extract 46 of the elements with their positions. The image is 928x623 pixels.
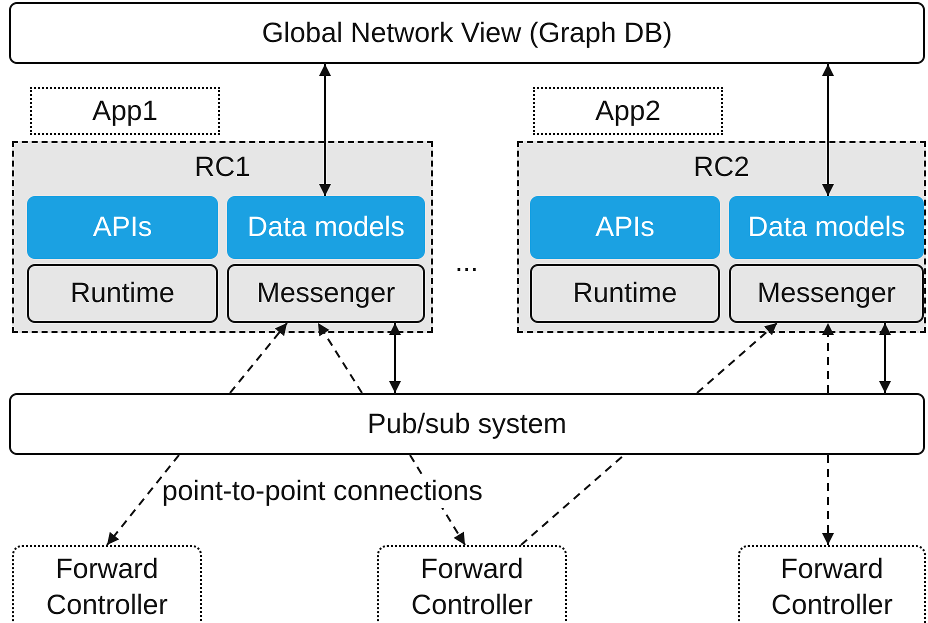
node-label: Data models <box>247 210 405 244</box>
node-label: Global Network View (Graph DB) <box>262 16 672 50</box>
system-box <box>9 2 925 64</box>
component-box <box>27 196 218 259</box>
controller-box <box>377 545 567 623</box>
arrow <box>822 455 834 545</box>
node-label: Messenger <box>256 276 396 310</box>
component-box <box>227 196 425 259</box>
arrow <box>229 322 288 394</box>
node-label: Data models <box>748 210 906 244</box>
system-box <box>9 393 925 455</box>
component-box <box>530 196 720 259</box>
arrow <box>317 322 363 394</box>
controller-group <box>12 141 433 333</box>
component-box <box>729 264 924 323</box>
node-label: Forward Controller <box>770 552 894 622</box>
node-label: App2 <box>595 94 661 128</box>
component-box <box>729 196 924 259</box>
arrow <box>696 322 778 394</box>
controller-group <box>517 141 926 333</box>
node-label: App1 <box>92 94 158 128</box>
node-label: APIs <box>595 210 655 244</box>
controller-box <box>738 545 926 623</box>
node-label: Forward Controller <box>45 552 169 622</box>
component-box <box>27 264 218 323</box>
component-box <box>530 264 720 323</box>
node-label: Runtime <box>70 276 175 310</box>
arrow <box>822 323 834 393</box>
app-box <box>30 87 220 135</box>
arrow <box>879 323 891 393</box>
arrow <box>389 323 401 393</box>
ellipsis: ... <box>455 245 478 279</box>
controller-box <box>12 545 202 623</box>
arrow <box>106 454 180 546</box>
node-label: Messenger <box>757 276 896 310</box>
arrow <box>822 64 834 196</box>
node-label: Forward Controller <box>410 552 534 622</box>
note-label: point-to-point connections <box>162 474 483 508</box>
node-label: Runtime <box>572 276 678 310</box>
app-box <box>533 87 723 135</box>
node-label: RC1 <box>194 150 250 184</box>
arrow <box>319 64 331 196</box>
node-label: Pub/sub system <box>367 406 567 441</box>
node-label: APIs <box>92 210 152 244</box>
component-box <box>227 264 425 323</box>
node-label: RC2 <box>693 150 750 184</box>
